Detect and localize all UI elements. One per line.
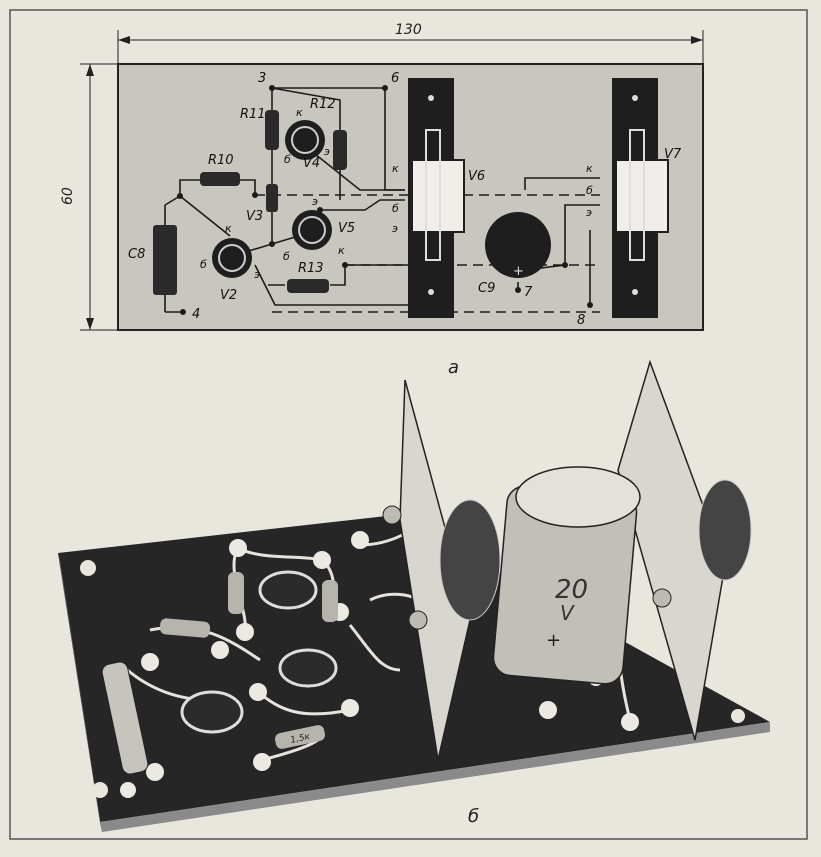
svg-text:C9: C9	[478, 281, 495, 296]
dimension-60: 60	[60, 63, 122, 331]
photo-capacitor-c9: 20 V +	[492, 466, 641, 685]
junctions	[177, 85, 593, 315]
resistor-r10: R10	[200, 153, 240, 186]
terminal-8: 8	[577, 313, 585, 328]
terminal-4: 4	[192, 307, 200, 322]
svg-text:V7: V7	[664, 147, 682, 162]
svg-text:к: к	[392, 162, 399, 175]
photo-capacitor-c8	[101, 661, 149, 775]
svg-text:б: б	[283, 250, 290, 263]
svg-text:к: к	[338, 244, 345, 257]
svg-text:R11: R11	[240, 107, 266, 122]
photo-cap-value: 20	[555, 575, 588, 605]
svg-text:R12: R12	[310, 97, 336, 112]
svg-text:V5: V5	[338, 221, 355, 236]
svg-text:э: э	[254, 268, 260, 281]
photo-transistors	[180, 570, 338, 734]
svg-text:к: к	[296, 106, 303, 119]
heatsink-v7: V7 к б э	[586, 78, 682, 318]
svg-text:э: э	[324, 145, 330, 158]
panel-label-b: б	[468, 806, 479, 827]
svg-text:V6: V6	[468, 169, 485, 184]
svg-text:б: б	[200, 258, 207, 271]
photo-cap-plus: +	[546, 630, 561, 651]
dim-width-label: 130	[395, 22, 422, 38]
capacitor-c9: + C9	[478, 212, 551, 296]
heatsink-v6: V6 к б э	[392, 78, 485, 318]
svg-text:R13: R13	[298, 261, 324, 276]
transistor-v5: V5 э б к	[283, 195, 355, 263]
dimension-130: 130	[117, 22, 704, 70]
terminal-3: 3	[258, 71, 266, 86]
resistor-r11: R11	[240, 107, 279, 150]
panel-label-a: а	[448, 357, 459, 378]
resistor-r13: R13	[287, 261, 329, 293]
photo-heatsink-2	[617, 359, 752, 741]
capacitor-c8: C8	[128, 225, 177, 295]
photo-resistors: 1,5к	[159, 572, 338, 749]
diode-v3: V3	[246, 184, 278, 224]
svg-text:б: б	[284, 153, 291, 166]
svg-text:б: б	[586, 184, 593, 197]
svg-text:V3: V3	[246, 209, 263, 224]
photo-cap-unit: V	[560, 601, 575, 625]
photo-res-mark: 1,5к	[290, 732, 312, 746]
dim-height-label: 60	[60, 187, 76, 205]
terminal-6: 6	[391, 71, 399, 86]
svg-text:V2: V2	[220, 288, 237, 303]
photo-pads	[120, 531, 639, 798]
svg-text:C8: C8	[128, 247, 145, 262]
transistor-v4: V4 к б э	[284, 106, 330, 171]
svg-text:б: б	[392, 202, 399, 215]
terminal-7: 7	[524, 285, 533, 300]
svg-text:R10: R10	[208, 153, 234, 168]
svg-text:к: к	[586, 162, 593, 175]
svg-text:V4: V4	[303, 156, 320, 171]
svg-text:к: к	[225, 222, 232, 235]
photo-heatsink-1	[382, 379, 501, 761]
svg-text:э: э	[586, 206, 592, 219]
page-frame	[9, 9, 808, 840]
resistor-r12: R12	[310, 97, 347, 170]
terminal-labels: 3 6 4 7 8	[192, 71, 585, 328]
svg-text:+: +	[513, 264, 524, 279]
svg-text:э: э	[312, 195, 318, 208]
svg-text:э: э	[392, 222, 398, 235]
transistor-v2: V2 к б э	[200, 222, 260, 303]
